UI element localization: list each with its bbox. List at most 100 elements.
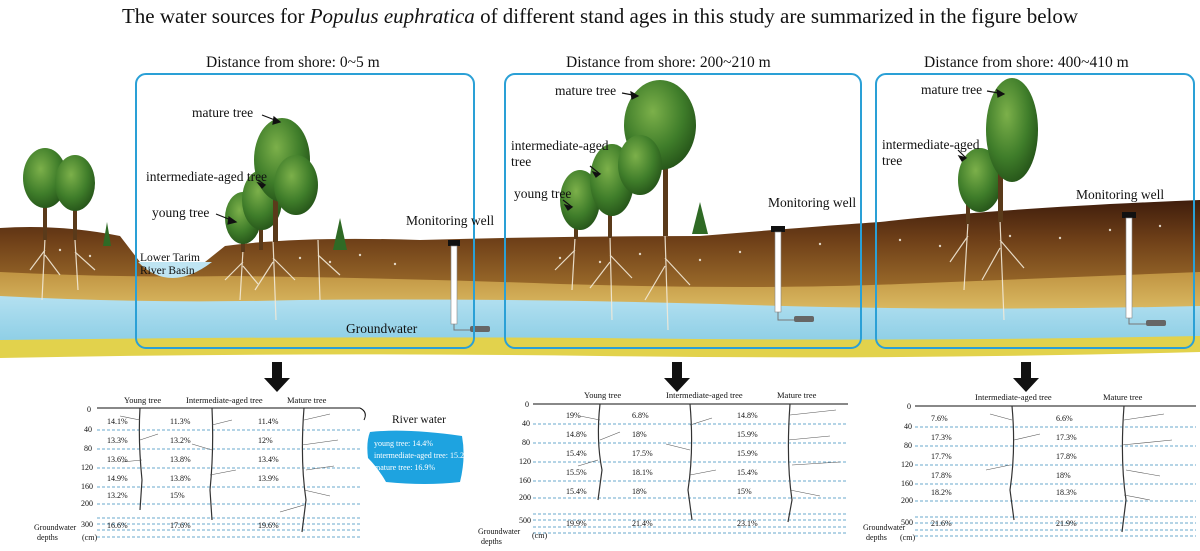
panel1-trees <box>225 118 318 252</box>
t3-unit: (cm) <box>900 534 915 542</box>
t3-r3-intermediate: 17.8% <box>931 472 952 480</box>
t2-r3-mature: 15.4% <box>737 469 758 477</box>
table1-graphics <box>97 408 365 537</box>
t2-tick-200: 200 <box>519 494 531 502</box>
t2-depth-label-1: Groundwater <box>478 528 520 536</box>
t3-tick-120: 120 <box>901 461 913 469</box>
panel3-distance: Distance from shore: 400~410 m <box>924 54 1129 71</box>
t1-r4-intermediate: 15% <box>170 492 185 500</box>
t1-tick-deep: 300 <box>81 521 93 529</box>
t1-r1-young: 13.3% <box>107 437 128 445</box>
down-arrows <box>264 362 1039 392</box>
t1-r2-mature: 13.4% <box>258 456 279 464</box>
t1-depth-label-2: depths <box>37 534 58 542</box>
river-water-intermediate: intermediate-aged tree: 15.2% <box>374 451 471 460</box>
t3-depth-label-2: depths <box>866 534 887 542</box>
t2-r0-young: 19% <box>566 412 581 420</box>
t3-r0-mature: 6.6% <box>1056 415 1073 423</box>
t3-r4-intermediate: 18.2% <box>931 489 952 497</box>
t3-r0-intermediate: 7.6% <box>931 415 948 423</box>
t3-header-mature: Mature tree <box>1103 393 1142 402</box>
t1-r3-mature: 13.9% <box>258 475 279 483</box>
panel3-well-label: Monitoring well <box>1076 188 1164 203</box>
t3-depth-label-1: Groundwater <box>863 524 905 532</box>
t1-tick-0: 0 <box>87 406 91 414</box>
t2-tick-deep: 500 <box>519 517 531 525</box>
panel2-distance: Distance from shore: 200~210 m <box>566 54 771 71</box>
t2-tick-0: 0 <box>525 401 529 409</box>
t2-unit: (cm) <box>532 532 547 540</box>
t2-r0-mature: 14.8% <box>737 412 758 420</box>
t3-tick-40: 40 <box>904 423 912 431</box>
panel1-intermediate-label: intermediate-aged tree <box>146 170 267 185</box>
t2-r4-young: 15.4% <box>566 488 587 496</box>
t3-tick-0: 0 <box>907 403 911 411</box>
t2-tick-120: 120 <box>519 458 531 466</box>
t1-tick-80: 80 <box>84 445 92 453</box>
t2-r0-intermediate: 6.8% <box>632 412 649 420</box>
t2-r3-intermediate: 18.1% <box>632 469 653 477</box>
t2-r5-young: 19.9% <box>566 520 587 528</box>
t1-r2-intermediate: 13.8% <box>170 456 191 464</box>
t1-unit: (cm) <box>82 534 97 542</box>
t1-r1-intermediate: 13.2% <box>170 437 191 445</box>
t2-r4-mature: 15% <box>737 488 752 496</box>
t1-r3-intermediate: 13.8% <box>170 475 191 483</box>
basin-label-line2: River Basin <box>140 265 195 278</box>
t2-r3-young: 15.5% <box>566 469 587 477</box>
panel2-intermediate-label-line1: intermediate-aged <box>511 139 608 154</box>
panel3-intermediate-label-line1: intermediate-aged <box>882 138 979 153</box>
river-water-young: young tree: 14.4% <box>374 439 433 448</box>
t2-r1-young: 14.8% <box>566 431 587 439</box>
t2-tick-80: 80 <box>522 439 530 447</box>
t1-tick-120: 120 <box>81 464 93 472</box>
t1-r4-young: 13.2% <box>107 492 128 500</box>
t2-tick-40: 40 <box>522 420 530 428</box>
t3-header-intermediate: Intermediate-aged tree <box>975 393 1052 402</box>
t1-header-intermediate: Intermediate-aged tree <box>186 396 263 405</box>
t2-r5-mature: 23.1% <box>737 520 758 528</box>
panel2-young-label: young tree <box>514 187 571 202</box>
t3-r2-mature: 17.8% <box>1056 453 1077 461</box>
t3-r4-mature: 18.3% <box>1056 489 1077 497</box>
t3-r3-mature: 18% <box>1056 472 1071 480</box>
t1-tick-160: 160 <box>81 483 93 491</box>
t1-r0-young: 14.1% <box>107 418 128 426</box>
t1-r5-intermediate: 17.6% <box>170 522 191 530</box>
panel1-well-label: Monitoring well <box>406 214 494 229</box>
t2-tick-160: 160 <box>519 477 531 485</box>
panel2-trees <box>560 80 696 239</box>
t1-r5-young: 16.6% <box>107 522 128 530</box>
panel2-intermediate-label-line2: tree <box>511 155 531 170</box>
t2-r2-intermediate: 17.5% <box>632 450 653 458</box>
t3-r5-mature: 21.9% <box>1056 520 1077 528</box>
t1-r0-intermediate: 11.3% <box>170 418 190 426</box>
river-water-mature: mature tree: 16.9% <box>374 463 435 472</box>
panel1-young-label: young tree <box>152 206 209 221</box>
t2-header-mature: Mature tree <box>777 391 816 400</box>
t1-r2-young: 13.6% <box>107 456 128 464</box>
t3-tick-80: 80 <box>904 442 912 450</box>
t3-r5-intermediate: 21.6% <box>931 520 952 528</box>
t3-r1-intermediate: 17.3% <box>931 434 952 442</box>
panel2-well-label: Monitoring well <box>768 196 856 211</box>
t1-r1-mature: 12% <box>258 437 273 445</box>
t1-tick-40: 40 <box>84 426 92 434</box>
panel3-mature-label: mature tree <box>921 83 982 98</box>
panel1-mature-label: mature tree <box>192 106 253 121</box>
t1-r0-mature: 11.4% <box>258 418 278 426</box>
t1-r3-young: 14.9% <box>107 475 128 483</box>
t2-r4-intermediate: 18% <box>632 488 647 496</box>
t1-tick-200: 200 <box>81 500 93 508</box>
t1-depth-label-1: Groundwater <box>34 524 76 532</box>
t1-r5-mature: 19.6% <box>258 522 279 530</box>
t2-r1-mature: 15.9% <box>737 431 758 439</box>
t2-header-intermediate: Intermediate-aged tree <box>666 391 743 400</box>
t2-r2-mature: 15.9% <box>737 450 758 458</box>
t1-header-mature: Mature tree <box>287 396 326 405</box>
t3-r2-intermediate: 17.7% <box>931 453 952 461</box>
basin-label-line1: Lower Tarim <box>140 252 200 265</box>
t2-header-young: Young tree <box>584 391 621 400</box>
t3-tick-200: 200 <box>901 497 913 505</box>
t2-r1-intermediate: 18% <box>632 431 647 439</box>
